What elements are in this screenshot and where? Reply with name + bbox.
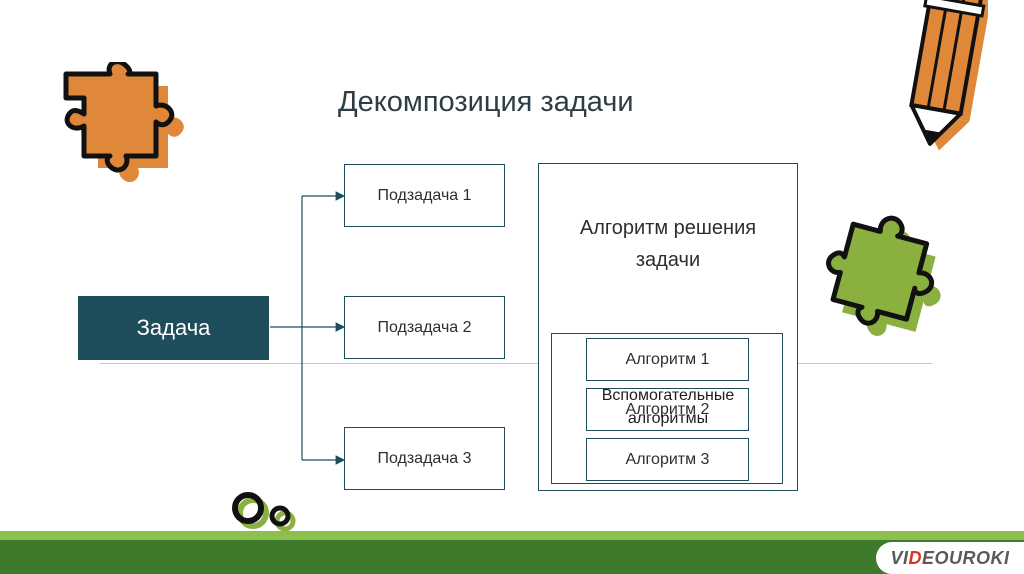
algorithm-box-3: Алгоритм 3: [586, 438, 749, 481]
logo-prefix: VI: [890, 547, 909, 568]
subtask-label: Подзадача 1: [377, 186, 472, 204]
algorithm-box-1: Алгоритм 1: [586, 338, 749, 381]
algorithm-label: Алгоритм 2: [625, 400, 710, 418]
footer-bar-light: [0, 531, 1024, 540]
subtask-box-1: Подзадача 1: [344, 164, 505, 227]
pencil-icon: [909, 0, 988, 151]
footer-bar-dark: [0, 540, 1024, 574]
auxiliary-algorithms-label: Вспомогательные алгоритмы: [560, 384, 776, 430]
subtask-box-2: Подзадача 2: [344, 296, 505, 359]
page-title: Декомпозиция задачи: [338, 86, 634, 118]
auxiliary-algorithms-box: [551, 333, 783, 484]
algorithm-title-line-2: задачи: [635, 249, 701, 271]
puzzle-piece-orange-icon: [63, 62, 184, 183]
algorithm-box-2: Алгоритм 2: [586, 388, 749, 431]
circles-icon: [232, 492, 296, 532]
algorithm-label: Алгоритм 1: [625, 350, 710, 368]
task-box: Задача: [78, 296, 269, 360]
algorithm-label: Алгоритм 3: [625, 450, 710, 468]
puzzle-piece-green-icon: [826, 215, 941, 336]
logo-mark: D: [908, 547, 922, 568]
auxiliary-label-line-1: Вспомогательные: [601, 387, 735, 404]
algorithm-title: Алгоритм решения задачи: [540, 212, 796, 276]
subtask-label: Подзадача 2: [377, 318, 472, 336]
task-label: Задача: [136, 315, 211, 340]
algorithm-title-line-1: Алгоритм решения: [579, 217, 757, 239]
subtask-label: Подзадача 3: [377, 449, 472, 467]
algorithm-box: [538, 163, 798, 491]
auxiliary-label-line-2: алгоритмы: [627, 410, 709, 427]
divider-line: [100, 363, 932, 364]
subtask-box-3: Подзадача 3: [344, 427, 505, 490]
connector-arrows: [270, 191, 346, 465]
logo-suffix: EOUROKI: [922, 547, 1010, 568]
